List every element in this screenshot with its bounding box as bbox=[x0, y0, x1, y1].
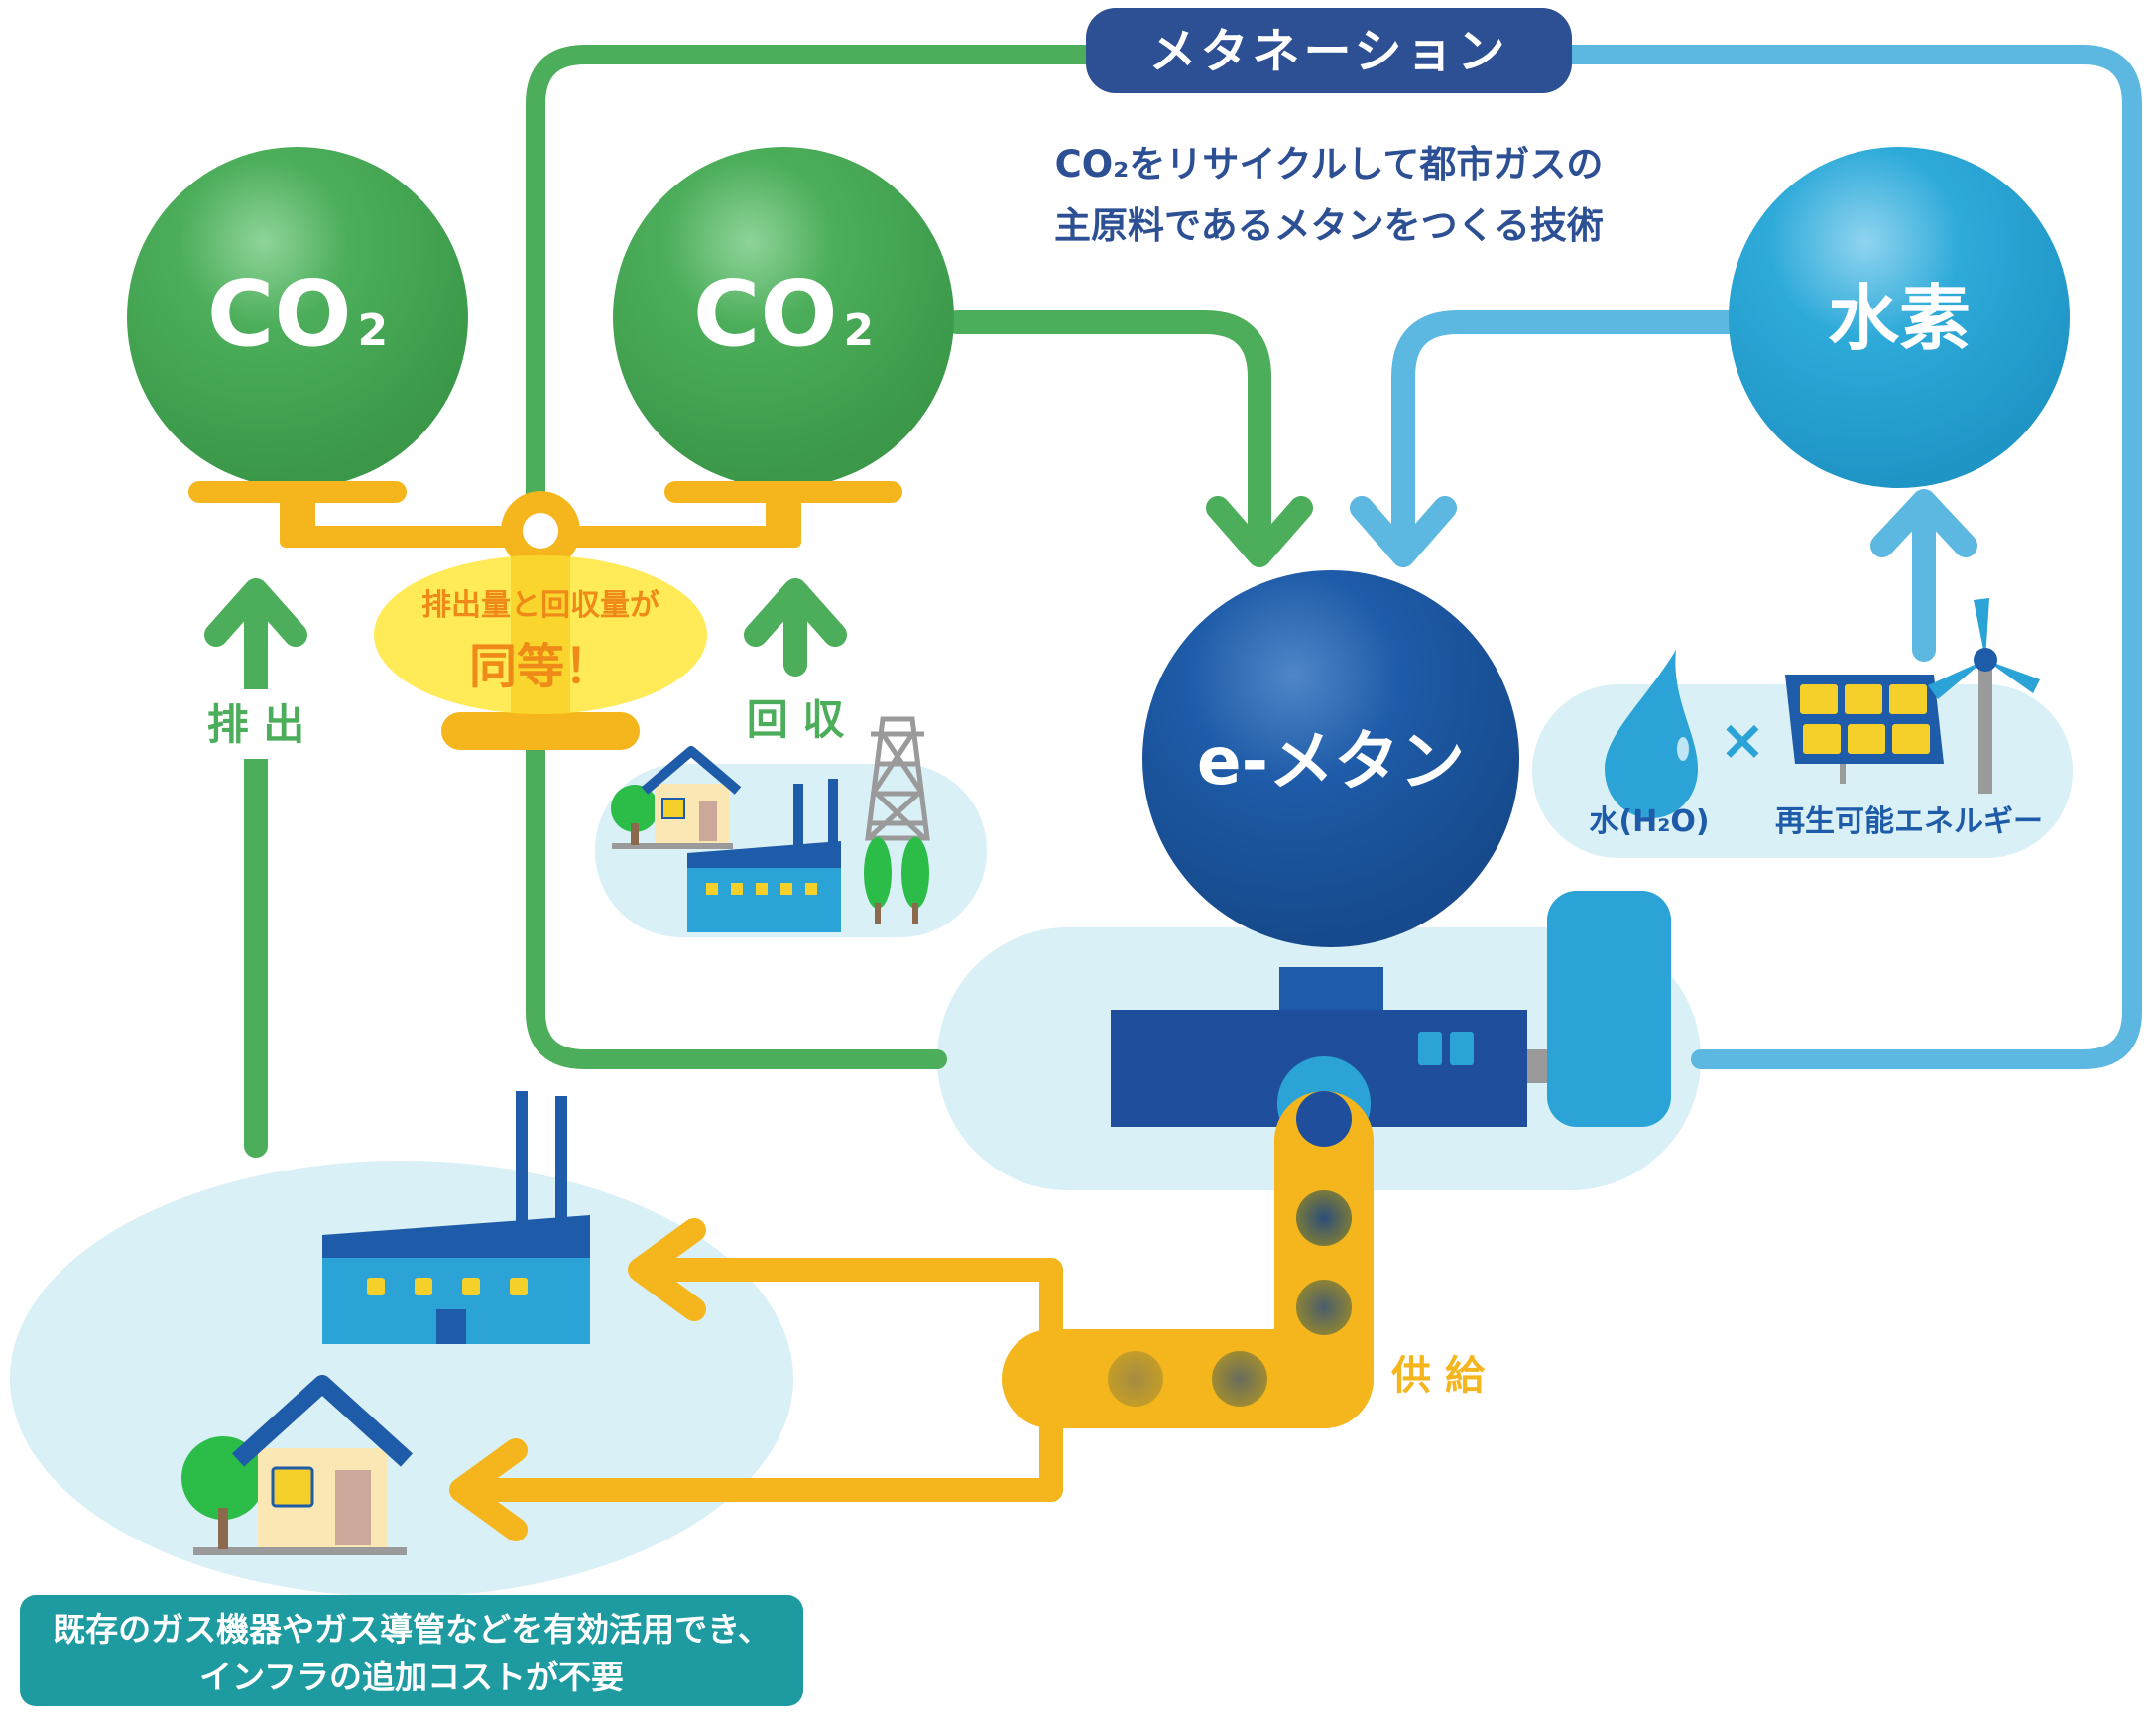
capture-sources-illustration bbox=[611, 716, 930, 932]
hydrogen-to-methane-arrow bbox=[1391, 310, 1742, 538]
emission-arrow-head bbox=[204, 578, 307, 647]
water-label: 水(H₂O) bbox=[1589, 804, 1709, 839]
hydrogen-arrow-head bbox=[1350, 496, 1457, 567]
supply-arrow-factory bbox=[633, 1258, 1063, 1341]
footer-line-1: 既存のガス機器やガス導管などを有効活用でき、 bbox=[53, 1610, 771, 1649]
renewable-label: 再生可能エネルギー bbox=[1775, 804, 2043, 839]
consumer-factory-icon bbox=[322, 1091, 590, 1344]
times-symbol: × bbox=[1720, 708, 1766, 773]
description-line-1: CO₂をリサイクルして都市ガスの bbox=[1055, 143, 1604, 185]
balance-text-line-1: 排出量と回収量が bbox=[421, 588, 659, 623]
wind-turbine-icon bbox=[1978, 665, 1992, 794]
consumer-house-icon bbox=[181, 1375, 414, 1555]
supply-pipe bbox=[1002, 1091, 1374, 1428]
balance-pillar-overlay bbox=[511, 555, 570, 714]
co2-emitted-sphere bbox=[127, 147, 468, 488]
renewable-illustration: × bbox=[1605, 489, 2040, 818]
methanation-title: メタネーション bbox=[1148, 24, 1508, 79]
co2-to-methane-arrow bbox=[945, 310, 1271, 538]
supply-arrow-house-head bbox=[449, 1438, 528, 1541]
emethane-label: e-メタン bbox=[1197, 723, 1465, 800]
methanation-badge bbox=[1086, 8, 1572, 93]
supply-arrow-house bbox=[454, 1417, 1063, 1502]
supply-arrow-factory-head bbox=[628, 1218, 706, 1321]
emission-label-bg bbox=[188, 689, 323, 759]
hydrogen-sphere bbox=[1729, 147, 2070, 488]
capture-arrow-head bbox=[744, 578, 847, 647]
footer-line-2: インフラの追加コストが不要 bbox=[199, 1658, 624, 1696]
co2-arrow-head bbox=[1206, 496, 1313, 567]
methanation-loop-blue bbox=[1562, 45, 2142, 1069]
balance-text-line-2: 同等！ bbox=[469, 639, 612, 694]
description-line-2: 主原料であるメタンをつくる技術 bbox=[1054, 204, 1604, 247]
emethane-sphere bbox=[1142, 570, 1519, 947]
co2-captured-sphere bbox=[613, 147, 954, 488]
emission-label: 排 出 bbox=[207, 700, 305, 749]
water-drop-icon bbox=[1605, 650, 1698, 818]
capture-label: 回 収 bbox=[747, 695, 845, 744]
hydrogen-label: 水素 bbox=[1828, 277, 1971, 360]
supply-label: 供 給 bbox=[1391, 1353, 1486, 1399]
footer-box bbox=[20, 1595, 803, 1706]
consumer-area-bg bbox=[10, 1161, 793, 1597]
